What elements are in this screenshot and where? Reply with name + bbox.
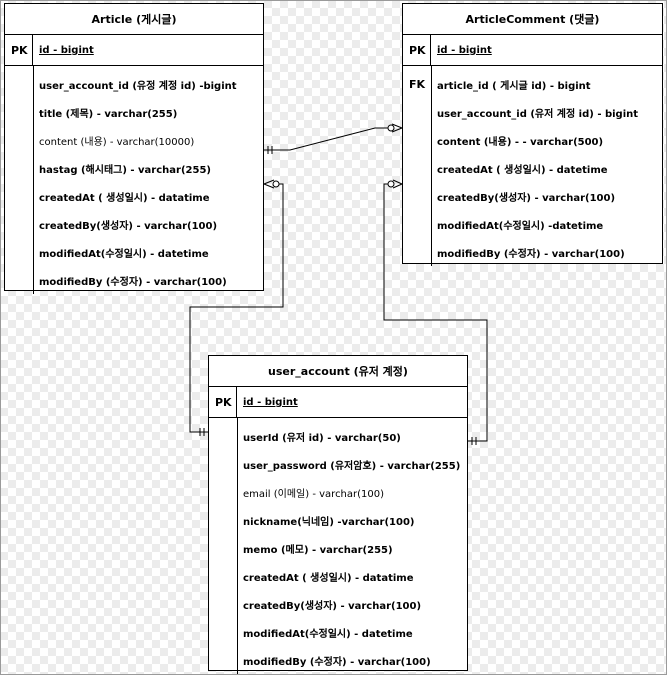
pk-label: PK xyxy=(209,387,237,417)
field-name: createdBy(생성자) - varchar(100) xyxy=(243,600,422,612)
table-row: userId (유저 id) - varchar(50) xyxy=(209,422,467,450)
pk-label: PK xyxy=(403,35,431,65)
table-row: createdBy(생성자) - varchar(100) xyxy=(209,590,467,618)
table-row: createdBy(생성자) - varchar(100) xyxy=(403,182,662,210)
field-name: createdBy(생성자) - varchar(100) xyxy=(437,192,616,204)
field-name: title (제목) - varchar(255) xyxy=(39,108,178,120)
field-list: user_account_id (유정 계정 id) -bigint title … xyxy=(5,66,263,294)
article-comment-table[interactable]: ArticleComment (댓글) PK id - bigint FK art… xyxy=(402,3,663,266)
field-list: userId (유저 id) - varchar(50) user_passwor… xyxy=(209,418,467,674)
field-key xyxy=(5,182,33,210)
relationship-user-article xyxy=(189,179,284,436)
table-row: createdBy(생성자) - varchar(100) xyxy=(5,210,263,238)
field-name: modifiedBy (수정자) - varchar(100) xyxy=(437,248,625,260)
field-key xyxy=(5,98,33,126)
field-name: user_account_id (유정 계정 id) -bigint xyxy=(39,80,237,92)
field-key xyxy=(209,646,237,674)
field-key xyxy=(5,238,33,266)
field-name: hastag (해시태그) - varchar(255) xyxy=(39,164,211,176)
field-key xyxy=(403,98,431,126)
field-key xyxy=(403,238,431,266)
field-name: user_account_id (유저 계정 id) - bigint xyxy=(437,108,639,120)
primary-key-row: PK id - bigint xyxy=(403,35,662,66)
pk-label: PK xyxy=(5,35,33,65)
table-row: title (제목) - varchar(255) xyxy=(5,98,263,126)
field-key xyxy=(209,618,237,646)
field-name: user_password (유저암호) - varchar(255) xyxy=(243,460,461,472)
field-key xyxy=(209,450,237,478)
field-key xyxy=(403,154,431,182)
table-row: nickname(닉네임) -varchar(100) xyxy=(209,506,467,534)
user-account-table[interactable]: user_account (유저 계정) PK id - bigint user… xyxy=(208,355,468,674)
field-key xyxy=(403,182,431,210)
table-row: modifiedBy (수정자) - varchar(100) xyxy=(403,238,662,266)
table-row: content (내용) - - varchar(500) xyxy=(403,126,662,154)
field-key xyxy=(5,210,33,238)
table-row: FK article_id ( 게시글 id) - bigint xyxy=(403,70,662,98)
field-key xyxy=(209,422,237,450)
table-row: user_password (유저암호) - varchar(255) xyxy=(209,450,467,478)
field-name: content (내용) - varchar(10000) xyxy=(39,136,195,148)
primary-key-row: PK id - bigint xyxy=(5,35,263,66)
table-row: user_account_id (유정 계정 id) -bigint xyxy=(5,70,263,98)
field-key xyxy=(209,478,237,506)
relationship-article-comment xyxy=(264,123,403,154)
table-row: createdAt ( 생성일시) - datatime xyxy=(5,182,263,210)
field-key xyxy=(5,70,33,98)
field-key xyxy=(403,126,431,154)
field-name: memo (메모) - varchar(255) xyxy=(243,544,393,556)
pk-field: id - bigint xyxy=(39,44,94,56)
field-name: createdBy(생성자) - varchar(100) xyxy=(39,220,218,232)
field-name: article_id ( 게시글 id) - bigint xyxy=(437,80,591,92)
table-title: ArticleComment (댓글) xyxy=(403,4,662,35)
field-name: createdAt ( 생성일시) - datetime xyxy=(437,164,608,176)
table-row: createdAt ( 생성일시) - datetime xyxy=(403,154,662,182)
field-key xyxy=(403,210,431,238)
field-key xyxy=(209,562,237,590)
table-row: hastag (해시태그) - varchar(255) xyxy=(5,154,263,182)
field-key xyxy=(209,534,237,562)
table-row: modifiedBy (수정자) - varchar(100) xyxy=(5,266,263,294)
table-row: email (이메일) - varchar(100) xyxy=(209,478,467,506)
field-key: FK xyxy=(409,77,426,91)
field-key xyxy=(209,506,237,534)
field-name: modifiedBy (수정자) - varchar(100) xyxy=(39,276,227,288)
table-row: modifiedAt(수정일시) - datetime xyxy=(5,238,263,266)
table-row: content (내용) - varchar(10000) xyxy=(5,126,263,154)
field-key xyxy=(5,154,33,182)
pk-field: id - bigint xyxy=(437,44,492,56)
field-name: userId (유저 id) - varchar(50) xyxy=(243,432,401,444)
relationship-user-comment xyxy=(383,179,488,445)
table-row: createdAt ( 생성일시) - datatime xyxy=(209,562,467,590)
primary-key-row: PK id - bigint xyxy=(209,387,467,418)
table-row: user_account_id (유저 계정 id) - bigint xyxy=(403,98,662,126)
field-name: modifiedBy (수정자) - varchar(100) xyxy=(243,656,431,668)
field-name: createdAt ( 생성일시) - datatime xyxy=(39,192,210,204)
field-key xyxy=(5,266,33,294)
field-name: modifiedAt(수정일시) - datetime xyxy=(243,628,413,640)
table-title: Article (게시글) xyxy=(5,4,263,35)
table-row: memo (메모) - varchar(255) xyxy=(209,534,467,562)
field-name: nickname(닉네임) -varchar(100) xyxy=(243,516,415,528)
field-name: createdAt ( 생성일시) - datatime xyxy=(243,572,414,584)
table-row: modifiedAt(수정일시) - datetime xyxy=(209,618,467,646)
field-name: modifiedAt(수정일시) -datetime xyxy=(437,220,604,232)
field-key xyxy=(5,126,33,154)
field-name: modifiedAt(수정일시) - datetime xyxy=(39,248,209,260)
article-table[interactable]: Article (게시글) PK id - bigint user_accoun… xyxy=(4,3,264,294)
pk-field: id - bigint xyxy=(243,396,298,408)
field-key xyxy=(209,590,237,618)
table-title: user_account (유저 계정) xyxy=(209,356,467,387)
field-name: content (내용) - - varchar(500) xyxy=(437,136,604,148)
field-list: FK article_id ( 게시글 id) - bigint user_acco… xyxy=(403,66,662,266)
table-row: modifiedAt(수정일시) -datetime xyxy=(403,210,662,238)
table-row: modifiedBy (수정자) - varchar(100) xyxy=(209,646,467,674)
field-name: email (이메일) - varchar(100) xyxy=(243,488,385,500)
